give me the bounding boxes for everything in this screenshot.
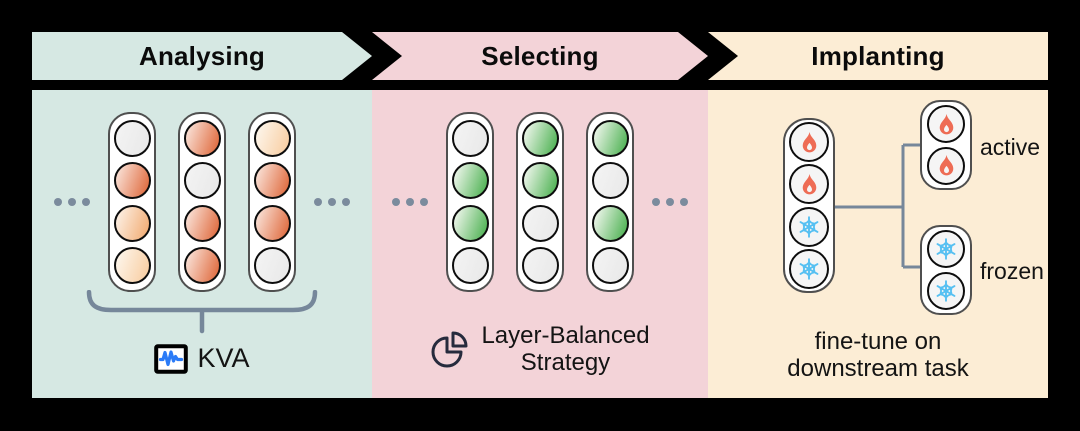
panel-selecting: Layer-Balanced Strategy (372, 90, 708, 398)
layer-circle (591, 204, 629, 242)
layer-pill (516, 112, 564, 292)
layer-circle (113, 247, 151, 285)
waveform-monitor-icon (154, 343, 189, 374)
stage-header-implanting: Implanting (708, 32, 1048, 80)
snowflake-circle (927, 230, 965, 269)
layer-pill (108, 112, 156, 292)
layer-circle (253, 204, 291, 242)
layer-circle (113, 204, 151, 242)
layer-pill (178, 112, 226, 292)
layer-circle (591, 119, 629, 157)
strategy-label-line2: Strategy (520, 349, 611, 376)
finetune-label-line2: downstream task (787, 355, 969, 382)
active-layers-pill (920, 100, 972, 190)
stage-label-implanting: Implanting (811, 40, 945, 71)
layer-pill (446, 112, 494, 292)
ellipsis-icon (54, 198, 90, 206)
fire-circle (927, 105, 965, 144)
layer-circle (113, 162, 151, 200)
fire-circle (789, 122, 829, 163)
pie-chart-icon (431, 331, 468, 368)
layer-pill-group (446, 112, 634, 292)
panel-implanting: active frozen fine-tune on downstream ta… (708, 90, 1048, 398)
stage-header-selecting: Selecting (372, 32, 708, 80)
snowflake-icon (799, 215, 819, 238)
snowflake-circle (789, 206, 829, 247)
layer-circle (451, 162, 489, 200)
layer-pill (586, 112, 634, 292)
fire-icon (802, 173, 816, 195)
fire-icon (802, 131, 816, 153)
fire-icon (939, 113, 953, 135)
fire-circle (927, 146, 965, 185)
stage-label-analysing: Analysing (138, 40, 266, 71)
layer-circle (521, 162, 559, 200)
snowflake-icon (936, 238, 956, 261)
layer-circle (253, 247, 291, 285)
ellipsis-icon (392, 198, 428, 206)
strategy-label: Layer-Balanced Strategy (481, 322, 649, 376)
model-layers-pill (783, 118, 835, 293)
snowflake-icon (936, 279, 956, 302)
fire-circle (789, 164, 829, 205)
layer-circle (451, 247, 489, 285)
brace-icon (86, 290, 318, 334)
layer-circle (113, 119, 151, 157)
stage-label-selecting: Selecting (481, 40, 599, 71)
strategy-row: Layer-Balanced Strategy (372, 322, 708, 376)
connector-lines (833, 143, 925, 269)
kva-row: KVA (32, 343, 372, 374)
layer-circle (591, 162, 629, 200)
frozen-label: frozen (980, 258, 1044, 284)
layer-circle (183, 204, 221, 242)
finetune-label-line1: fine-tune on (814, 328, 942, 355)
layer-circle (591, 247, 629, 285)
layer-circle (253, 162, 291, 200)
stage-header-analysing: Analysing (32, 32, 372, 80)
ellipsis-icon (314, 198, 350, 206)
layer-circle (451, 119, 489, 157)
ellipsis-icon (652, 198, 688, 206)
layer-circle (451, 204, 489, 242)
layer-pill-row (32, 112, 372, 292)
layer-pill-group (108, 112, 296, 292)
snowflake-icon (799, 258, 819, 280)
layer-circle (183, 247, 221, 285)
layer-pill (248, 112, 296, 292)
layer-circle (183, 119, 221, 157)
layer-circle (521, 204, 559, 242)
strategy-label-line1: Layer-Balanced (481, 322, 650, 349)
finetune-label: fine-tune on downstream task (708, 328, 1048, 382)
frozen-layers-pill (920, 225, 972, 315)
active-label: active (980, 134, 1041, 160)
layer-circle (253, 119, 291, 157)
snowflake-circle (789, 248, 829, 289)
layer-circle (183, 162, 221, 200)
layer-circle (521, 119, 559, 157)
kva-label: KVA (197, 343, 250, 373)
fire-icon (939, 155, 953, 176)
layer-circle (521, 247, 559, 285)
panel-analysing: KVA (32, 90, 372, 398)
snowflake-circle (927, 271, 965, 310)
layer-pill-row (372, 112, 708, 292)
